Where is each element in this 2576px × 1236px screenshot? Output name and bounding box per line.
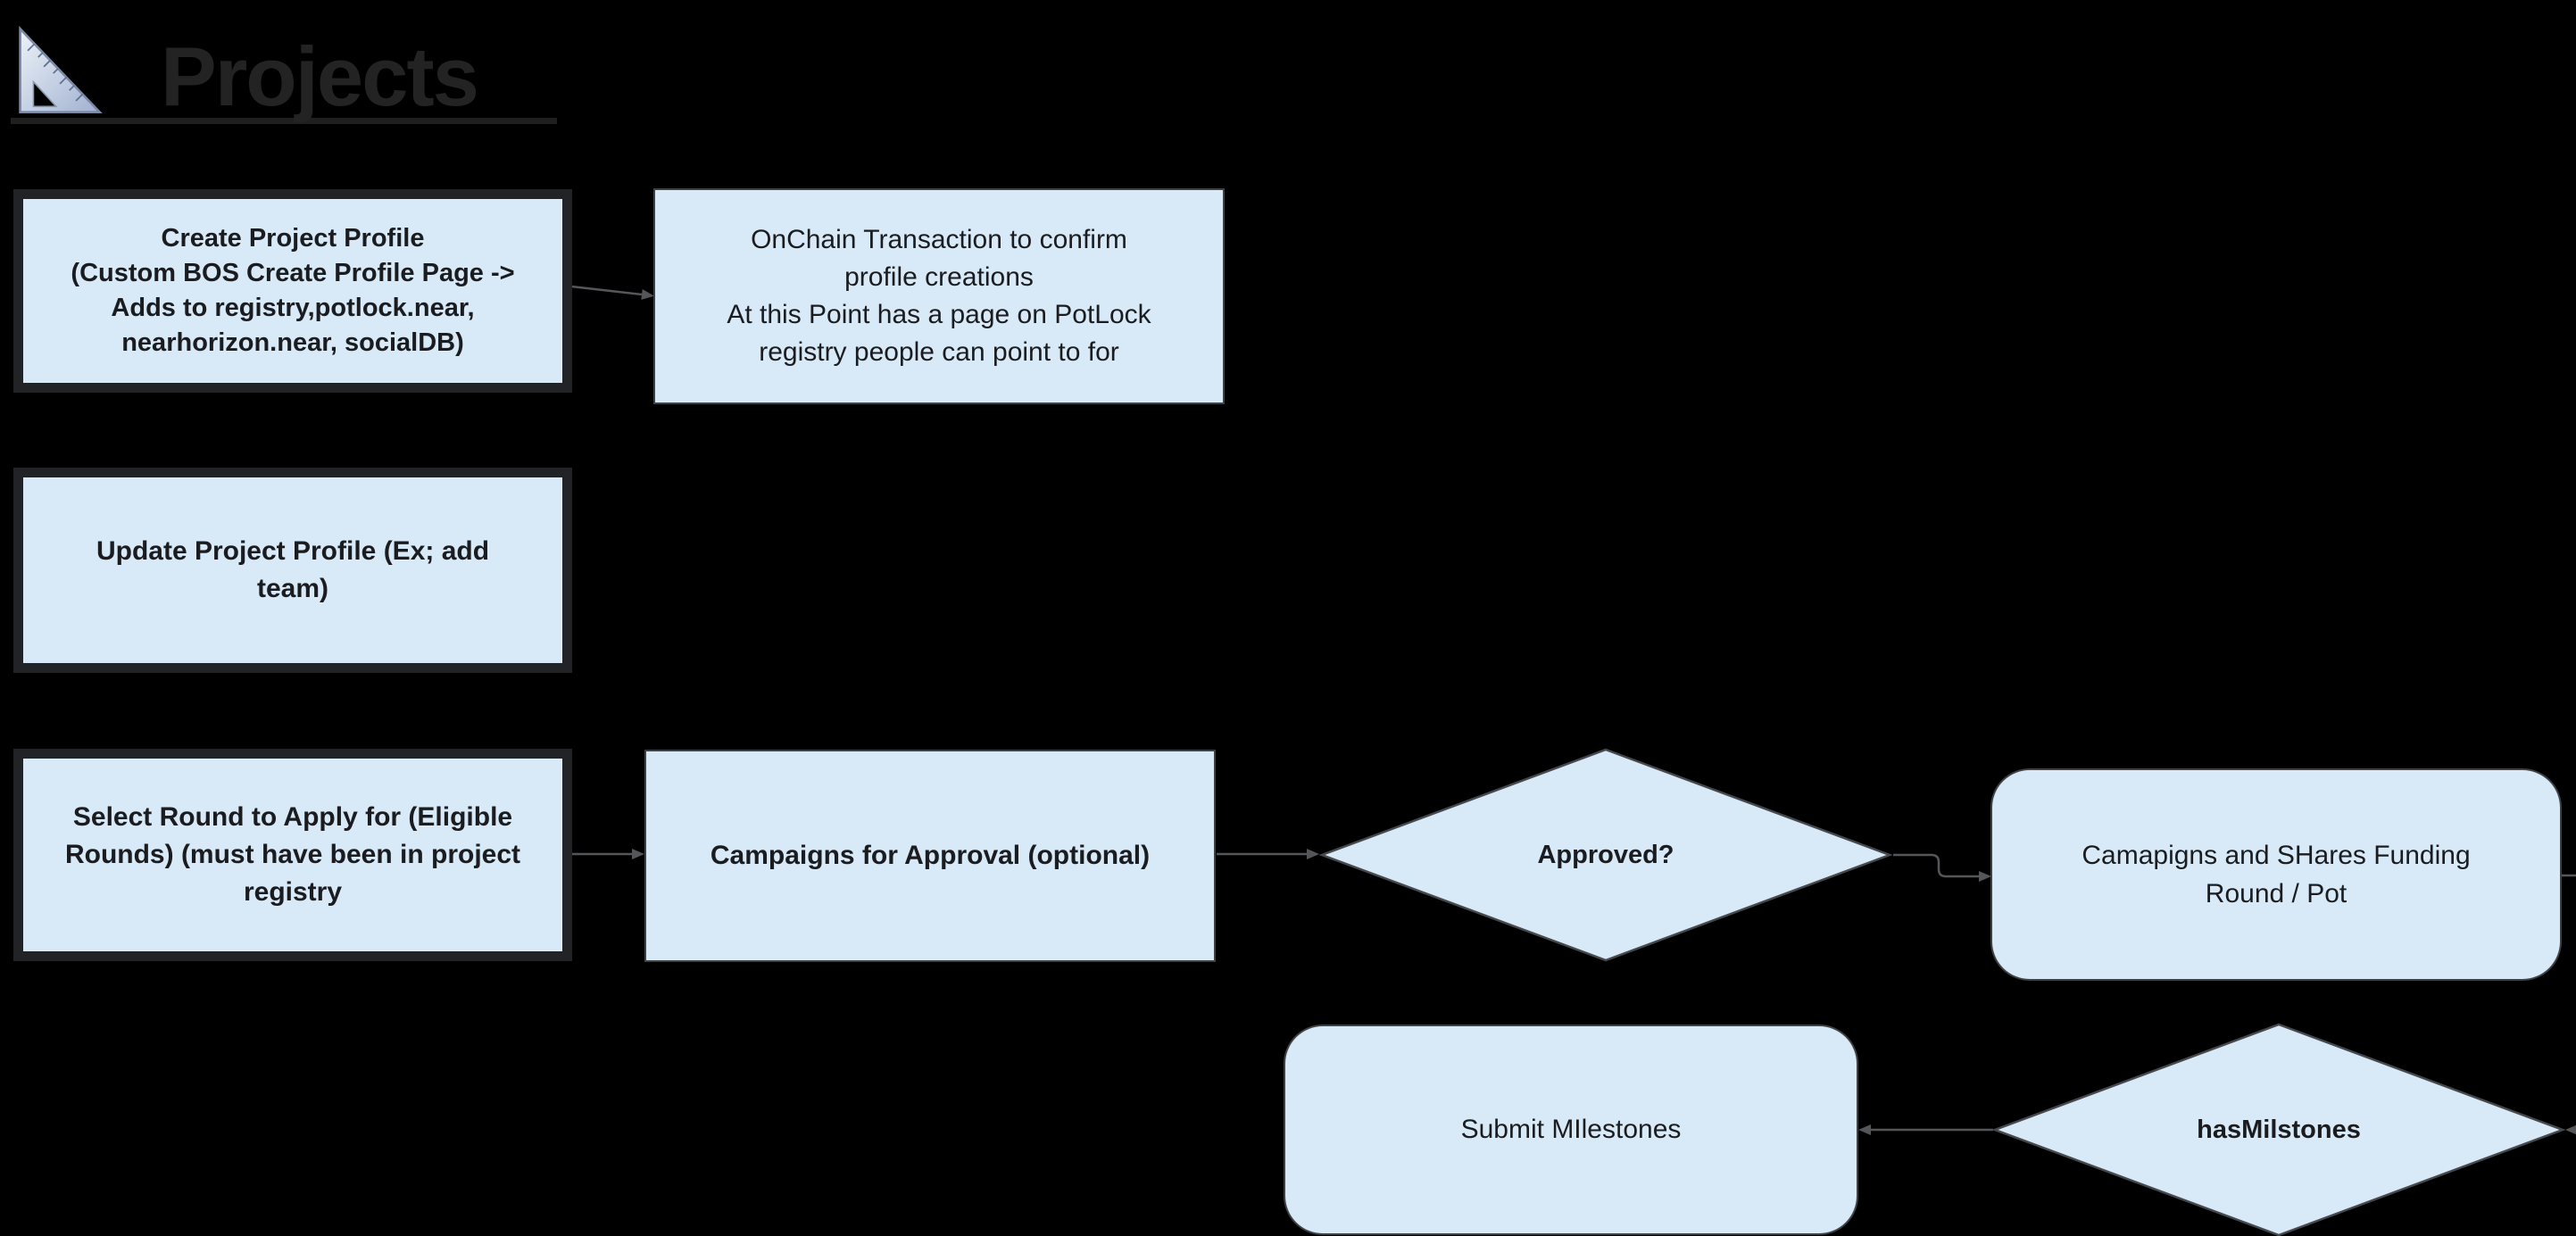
node-onchain-transaction[interactable]: OnChain Transaction to confirm profile c… — [653, 188, 1225, 404]
node-onchain-transaction-label: OnChain Transaction to confirm profile c… — [727, 225, 1151, 367]
node-update-project-profile[interactable]: Update Project Profile (Ex; add team) — [13, 468, 572, 673]
node-campaigns-for-approval[interactable]: Campaigns for Approval (optional) — [644, 750, 1216, 962]
node-campaigns-for-approval-label: Campaigns for Approval (optional) — [710, 841, 1151, 870]
node-submit-milestones[interactable]: Submit MIlestones — [1284, 1024, 1858, 1235]
has-milestones-diamond-shape — [1992, 1023, 2565, 1236]
approved-diamond-shape — [1319, 748, 1892, 962]
node-select-round-label: Select Round to Apply for (Eligible Roun… — [64, 802, 521, 907]
connector-create-to-onchain[interactable] — [570, 285, 654, 300]
node-select-round[interactable]: Select Round to Apply for (Eligible Roun… — [13, 749, 572, 961]
node-has-milestones-label: hasMilstones — [2197, 1115, 2361, 1144]
node-has-milestones-decision[interactable]: hasMilstones — [1992, 1023, 2565, 1236]
node-submit-milestones-label: Submit MIlestones — [1460, 1115, 1682, 1144]
node-create-project-profile[interactable]: Create Project Profile (Custom BOS Creat… — [13, 189, 572, 393]
node-approved-label: Approved? — [1537, 840, 1674, 869]
page-title: Projects — [161, 29, 479, 123]
node-approved-decision[interactable]: Approved? — [1319, 748, 1892, 962]
node-update-project-profile-label: Update Project Profile (Ex; add team) — [96, 536, 490, 603]
triangle-ruler-icon — [19, 26, 103, 113]
node-funding-round[interactable]: Camapigns and SHares Funding Round / Pot — [1990, 768, 2562, 981]
page-title-block[interactable]: Projects — [11, 12, 557, 124]
node-funding-round-label: Camapigns and SHares Funding Round / Pot — [2082, 841, 2471, 908]
connector-approved-to-funding[interactable] — [1893, 853, 1991, 882]
node-create-project-profile-label: Create Project Profile (Custom BOS Creat… — [71, 224, 515, 357]
